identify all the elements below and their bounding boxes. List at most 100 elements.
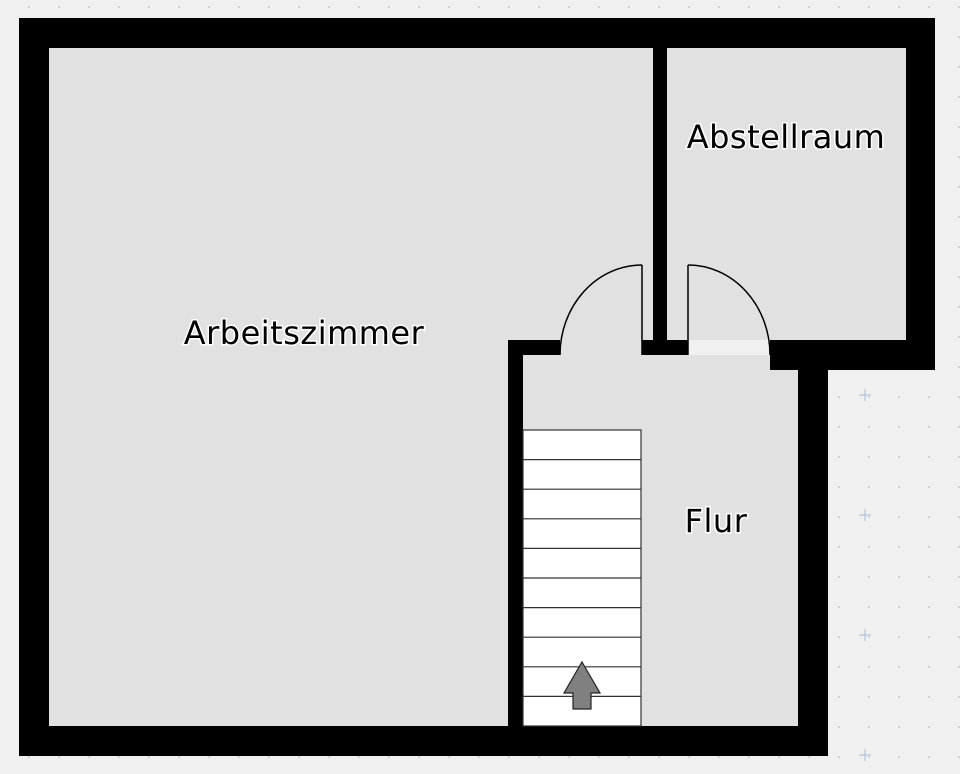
grid-dot xyxy=(388,756,390,758)
grid-dot xyxy=(838,666,840,668)
grid-dot xyxy=(838,486,840,488)
wall-left xyxy=(19,18,49,756)
grid-dot xyxy=(568,6,570,8)
grid-dot xyxy=(898,726,900,728)
walls xyxy=(19,18,935,756)
grid-dot xyxy=(688,756,690,758)
label-flur: Flur xyxy=(685,502,748,540)
grid-dot xyxy=(298,6,300,8)
grid-dot xyxy=(58,756,60,758)
grid-dot xyxy=(928,756,930,758)
grid-dot xyxy=(808,756,810,758)
grid-dot xyxy=(898,606,900,608)
grid-cross-icon xyxy=(859,509,871,521)
grid-dot xyxy=(928,666,930,668)
grid-cross-icon xyxy=(859,629,871,641)
grid-dot xyxy=(868,486,870,488)
grid-dot xyxy=(58,6,60,8)
grid-dot xyxy=(268,6,270,8)
grid-dot xyxy=(928,516,930,518)
grid-dot xyxy=(748,6,750,8)
grid-dot xyxy=(868,396,870,398)
grid-dot xyxy=(868,576,870,578)
grid-dot xyxy=(898,486,900,488)
grid-dot xyxy=(898,636,900,638)
grid-dot xyxy=(928,426,930,428)
grid-dot xyxy=(208,756,210,758)
wall-right-upper xyxy=(906,18,935,370)
grid-dot xyxy=(838,756,840,758)
grid-dot xyxy=(358,756,360,758)
grid-dot xyxy=(898,576,900,578)
grid-dot xyxy=(838,606,840,608)
grid-dot xyxy=(748,756,750,758)
grid-dot xyxy=(928,546,930,548)
grid-dot xyxy=(898,546,900,548)
stair-treads xyxy=(523,459,641,698)
grid-dot xyxy=(118,6,120,8)
grid-dot xyxy=(508,756,510,758)
grid-dot xyxy=(238,756,240,758)
grid-dot xyxy=(478,756,480,758)
grid-dot xyxy=(28,756,30,758)
grid-dot xyxy=(538,6,540,8)
grid-dot xyxy=(838,516,840,518)
grid-cross-icon xyxy=(859,749,871,761)
door-swing-arc xyxy=(687,264,771,356)
grid-dot xyxy=(868,666,870,668)
grid-dot xyxy=(508,6,510,8)
grid-dot xyxy=(928,576,930,578)
grid-dot xyxy=(898,666,900,668)
grid-dot xyxy=(928,486,930,488)
grid-dot xyxy=(448,6,450,8)
grid-dot xyxy=(838,696,840,698)
wall-right-lower xyxy=(798,340,828,756)
grid-dot xyxy=(928,726,930,728)
grid-dot xyxy=(418,756,420,758)
grid-dot xyxy=(838,6,840,8)
grid-dot xyxy=(88,6,90,8)
grid-dot xyxy=(898,426,900,428)
grid-dot xyxy=(838,636,840,638)
grid-dot xyxy=(658,756,660,758)
grid-dot xyxy=(868,636,870,638)
arrow-up-icon xyxy=(562,660,602,710)
grid-dot xyxy=(928,456,930,458)
room-abstellraum[interactable] xyxy=(667,48,906,340)
wall-flur-left xyxy=(508,340,523,740)
grid-dot xyxy=(358,6,360,8)
door-swing-arc xyxy=(559,264,643,356)
door-arbeitszimmer-flur[interactable] xyxy=(559,264,643,356)
grid-dot xyxy=(178,756,180,758)
grid-dot xyxy=(208,6,210,8)
grid-dot xyxy=(88,756,90,758)
wall-flur-top-mid xyxy=(642,340,688,355)
grid-dot xyxy=(838,456,840,458)
grid-dot xyxy=(28,6,30,8)
grid-dot xyxy=(898,396,900,398)
grid-dot xyxy=(898,516,900,518)
grid-dot xyxy=(838,726,840,728)
label-arbeitszimmer: Arbeitszimmer xyxy=(184,314,425,352)
door-abstellraum-flur[interactable] xyxy=(687,264,771,356)
grid-dot xyxy=(478,6,480,8)
grid-dot xyxy=(328,756,330,758)
grid-dot xyxy=(718,6,720,8)
grid-dot xyxy=(868,756,870,758)
grid-dot xyxy=(928,636,930,638)
grid-dot xyxy=(868,696,870,698)
grid-dot xyxy=(868,516,870,518)
grid-cross-icon xyxy=(859,389,871,401)
wall-bottom xyxy=(19,726,828,756)
grid-dot xyxy=(298,756,300,758)
grid-dot xyxy=(838,576,840,578)
grid-dot xyxy=(868,456,870,458)
grid-dot xyxy=(448,756,450,758)
wall-abstellraum-bottom xyxy=(770,340,935,370)
grid-dot xyxy=(778,756,780,758)
grid-dot xyxy=(118,756,120,758)
grid-dot xyxy=(238,6,240,8)
staircase[interactable] xyxy=(522,429,642,727)
grid-dot xyxy=(598,6,600,8)
grid-dot xyxy=(898,6,900,8)
